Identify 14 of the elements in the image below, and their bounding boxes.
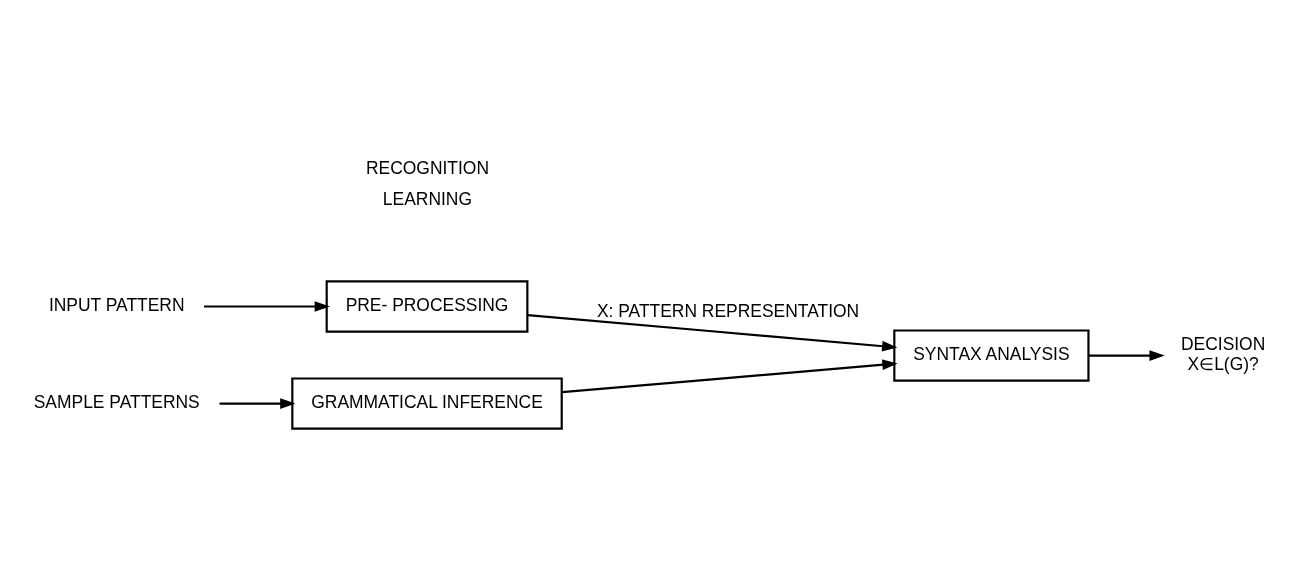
node-box: SYNTAX ANALYSIS bbox=[893, 328, 1090, 382]
node-text: DECISION X∈L(G)? bbox=[1181, 333, 1266, 374]
node-box: PRE- PROCESSING bbox=[325, 279, 529, 333]
node-text: SAMPLE PATTERNS bbox=[33, 391, 200, 412]
label: LEARNING bbox=[382, 188, 473, 209]
arrow bbox=[1088, 349, 1165, 361]
node-text: INPUT PATTERN bbox=[48, 294, 185, 315]
label: RECOGNITION bbox=[365, 157, 489, 178]
arrow bbox=[219, 397, 296, 409]
arrow bbox=[204, 300, 330, 312]
edge-label: X: PATTERN REPRESENTATION bbox=[596, 300, 860, 321]
arrow bbox=[527, 313, 898, 351]
arrow bbox=[561, 358, 898, 393]
node-box: GRAMMATICAL INFERENCE bbox=[291, 376, 563, 430]
